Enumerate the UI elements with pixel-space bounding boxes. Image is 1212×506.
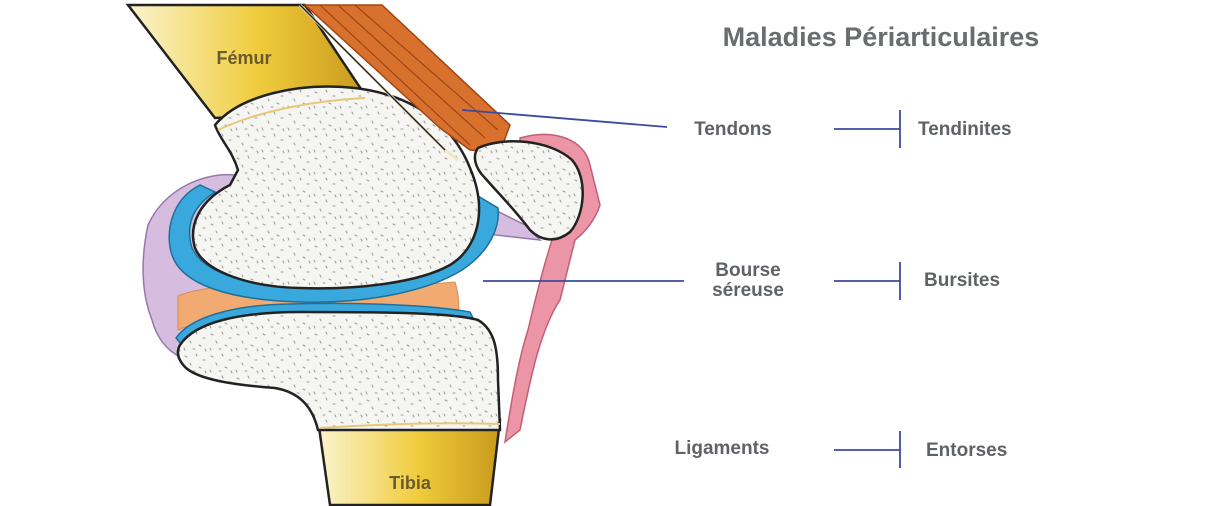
- structure-label-tendons: Tendons: [694, 119, 772, 140]
- diagram-title: Maladies Périarticulaires: [723, 22, 1040, 52]
- tibia-label: Tibia: [389, 473, 432, 493]
- femur-label: Fémur: [216, 48, 271, 68]
- bracket-tendons: [834, 110, 900, 148]
- tibia-head: [178, 312, 500, 430]
- structure-label-sereuse: séreuse: [712, 280, 784, 301]
- bracket-ligaments: [834, 431, 900, 468]
- disease-label-entorses: Entorses: [926, 440, 1007, 461]
- disease-label-bursites: Bursites: [924, 270, 1000, 291]
- structure-label-bourse: Bourse: [715, 260, 780, 281]
- bracket-bursa: [834, 262, 900, 300]
- structure-label-ligaments: Ligaments: [674, 438, 769, 459]
- disease-label-tendinites: Tendinites: [918, 119, 1012, 140]
